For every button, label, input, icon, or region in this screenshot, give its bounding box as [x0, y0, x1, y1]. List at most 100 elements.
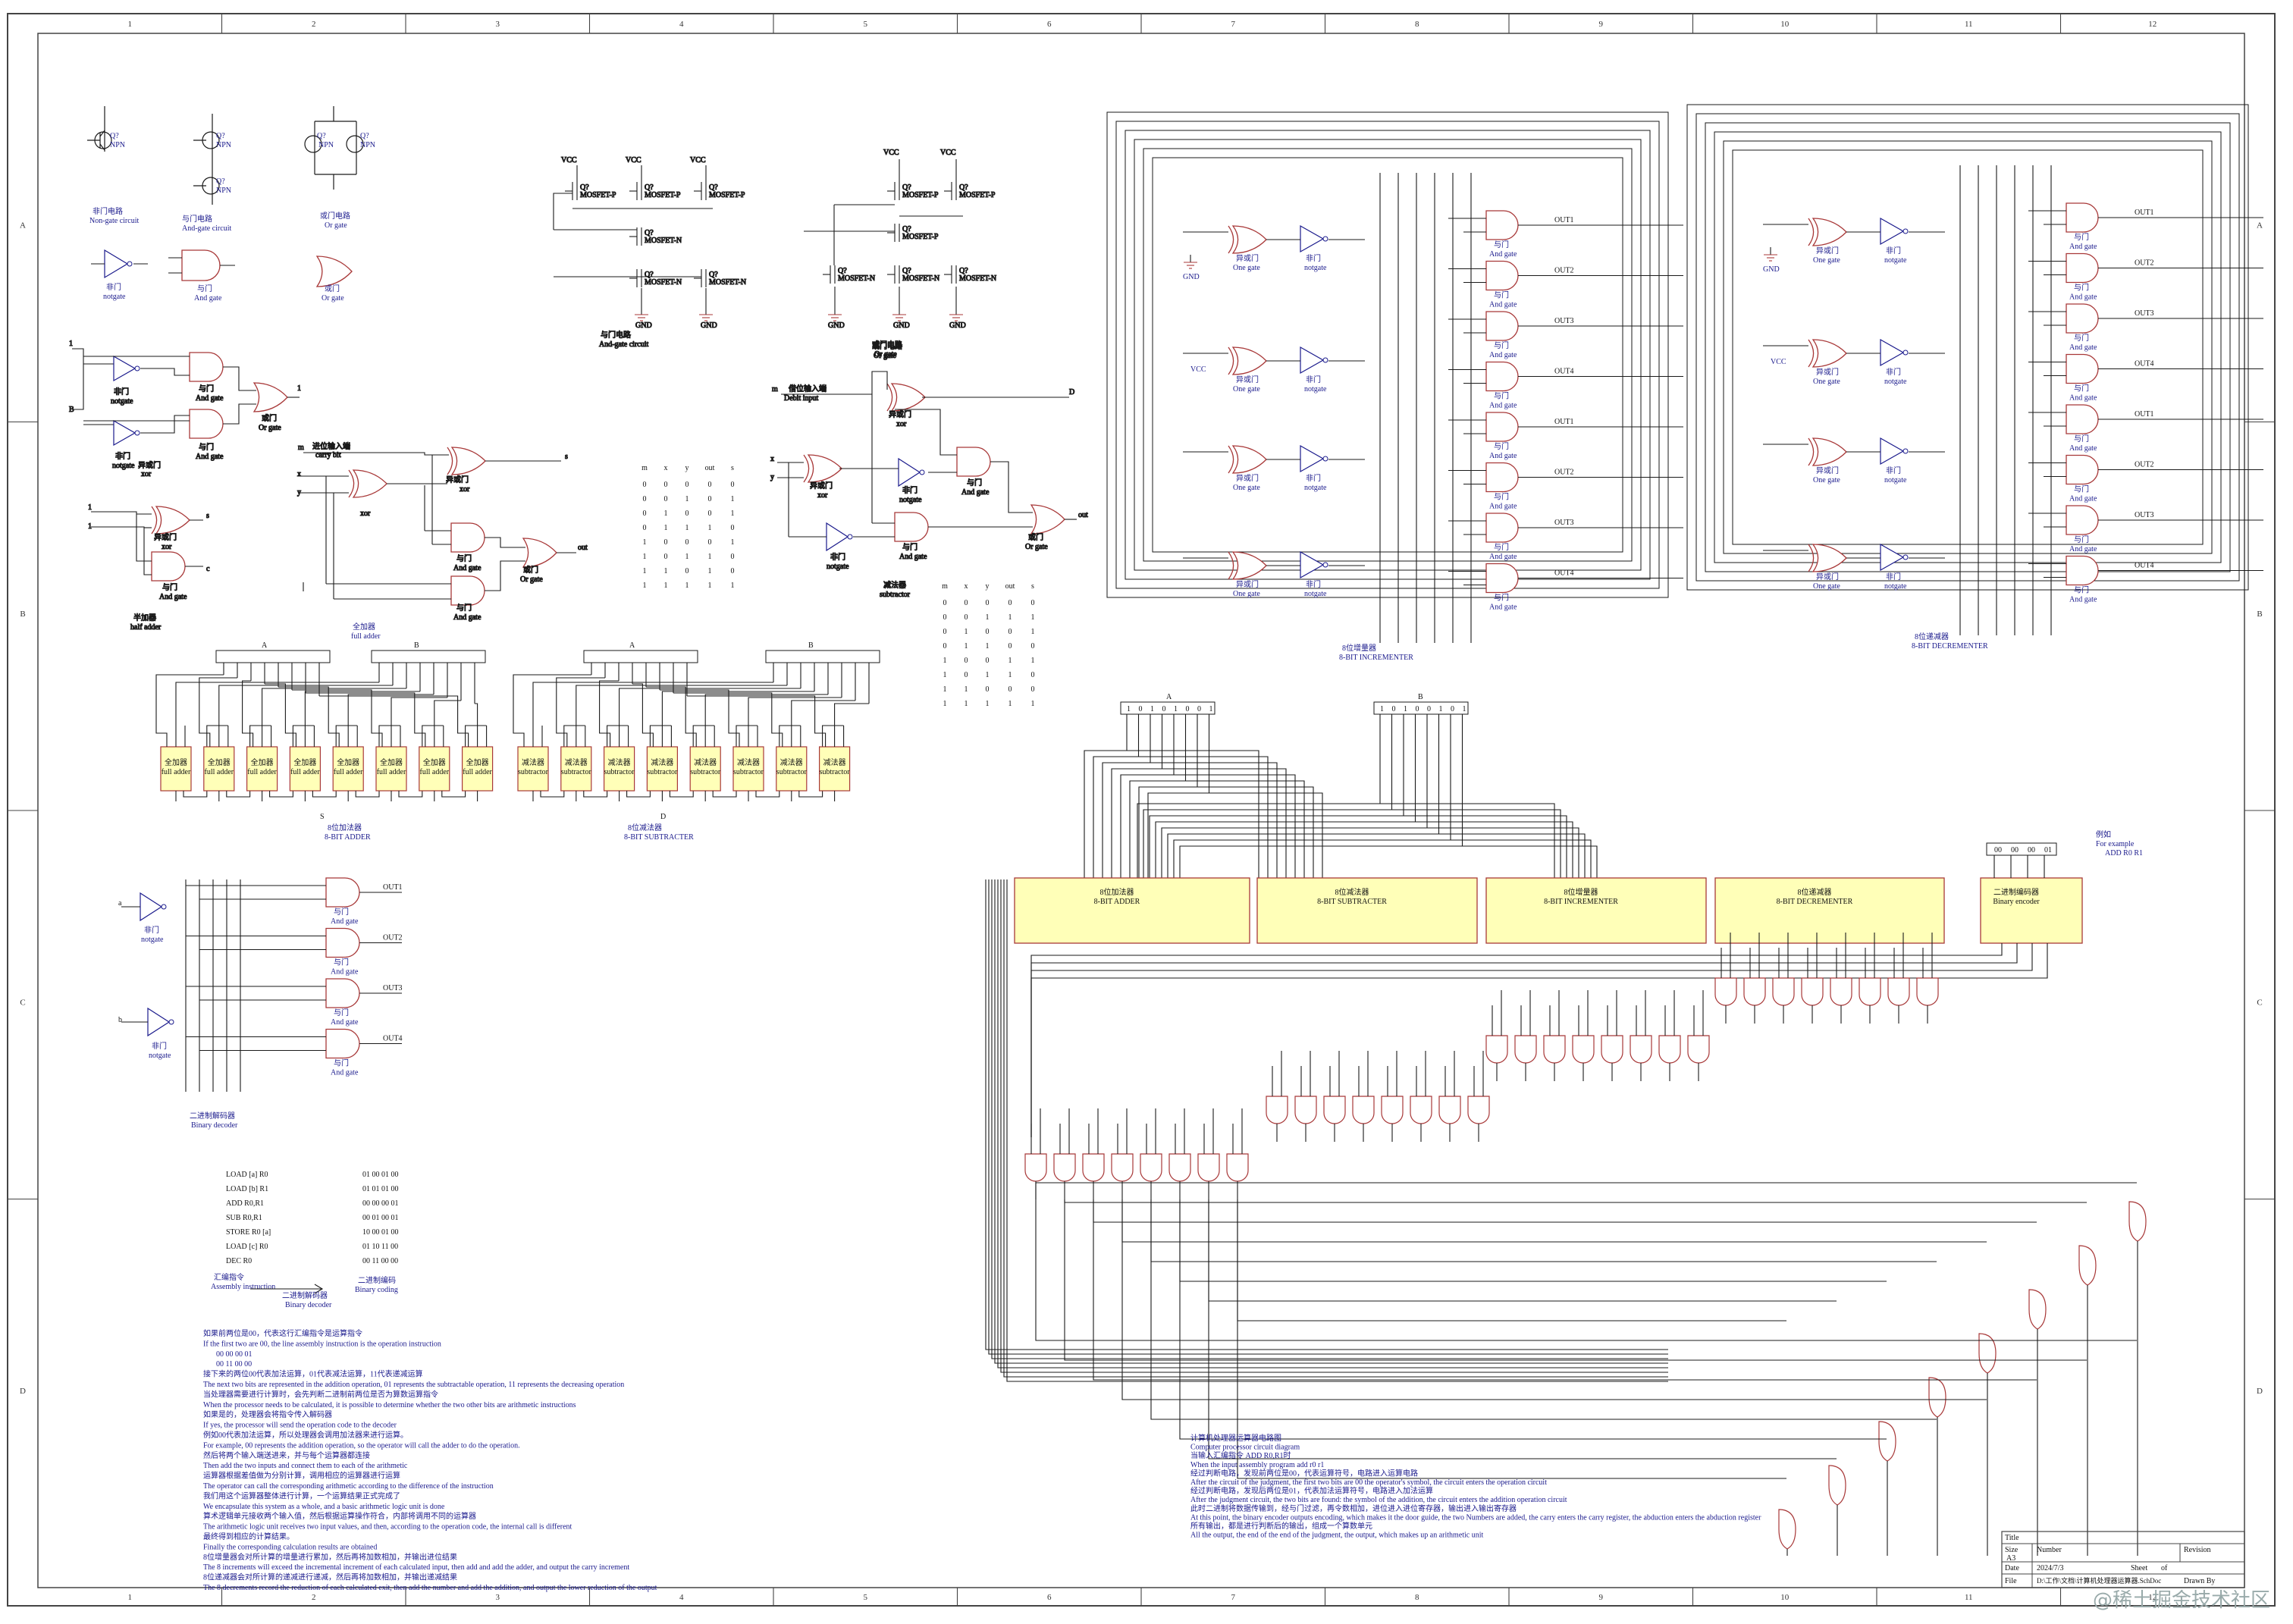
npn-or-circuit — [304, 106, 364, 190]
zone-row-left: A — [20, 221, 26, 230]
subtractor-cn: 减法器 — [883, 580, 906, 590]
loop-wire — [1714, 131, 2222, 563]
sub-and-1 — [956, 447, 991, 477]
truth-cell: 1 — [965, 700, 968, 708]
truth-cell: 1 — [986, 671, 990, 679]
full-adder-cell — [160, 746, 192, 792]
adder-and — [1082, 1153, 1105, 1182]
fet-label: MOSFET-P — [902, 233, 939, 241]
cell-en: subtractor — [733, 768, 764, 776]
adder-and — [1226, 1153, 1249, 1182]
wire — [1237, 1199, 1786, 1321]
alu-or-out — [1828, 1465, 1846, 1506]
q-label: Q? — [959, 183, 968, 192]
dec-not-a — [140, 892, 163, 922]
truth-cell: 0 — [708, 481, 712, 489]
truth-cell: 1 — [731, 582, 735, 590]
wire — [994, 879, 1668, 1364]
not-en: notgate — [111, 397, 133, 406]
truth-cell: 0 — [643, 481, 647, 489]
out-and — [1485, 361, 1519, 392]
or-cn: 或门 — [262, 413, 277, 423]
fet-label: MOSFET-N — [959, 274, 996, 283]
zone-col-top: 5 — [864, 20, 868, 29]
wire — [1209, 792, 1323, 879]
wire — [303, 452, 449, 456]
instr-code: 00 11 00 00 — [362, 1257, 398, 1265]
cell-en: full adder — [205, 768, 234, 776]
size-value: A3 — [2006, 1554, 2015, 1563]
note-right: 所有输出，都是进行判断后的输出，组成一个算数单元 — [1190, 1521, 1372, 1531]
wire — [1150, 1199, 1937, 1262]
size-label: Size — [2005, 1546, 2019, 1554]
subtractor-cell — [818, 746, 851, 792]
stage-not-bubble — [1322, 562, 1328, 568]
wire — [532, 682, 773, 747]
truth-cell: 0 — [965, 657, 968, 665]
wire — [1391, 809, 1561, 879]
or-en: Or gate — [1025, 543, 1048, 551]
one-gate-cn: 异或门 — [1236, 473, 1259, 483]
xor-or — [253, 382, 288, 412]
zone-col-bottom: 3 — [496, 1593, 500, 1602]
dec-and — [1714, 977, 1737, 1006]
gnd-label: GND — [1763, 265, 1780, 274]
wire — [660, 689, 740, 747]
q-label: Q? — [216, 132, 225, 140]
truth-cell: 0 — [731, 524, 735, 532]
and-en: And gate — [1489, 402, 1517, 410]
full-adder-cell — [375, 746, 407, 792]
note-left: The arithmetic logic unit receives two i… — [203, 1523, 572, 1532]
and-cn: 与门 — [197, 284, 212, 293]
truth-cell: 0 — [986, 599, 990, 607]
not-en: notgate — [1884, 378, 1907, 386]
alu-block — [1485, 877, 1707, 944]
truth-cell: 1 — [685, 524, 689, 532]
gnd-label: GND — [828, 321, 845, 330]
fa-x: x — [297, 470, 301, 478]
inc-and — [1572, 1035, 1595, 1064]
wire — [540, 725, 585, 798]
fa-or-cn: 或门 — [523, 565, 538, 575]
stage-not-bubble — [1902, 350, 1909, 356]
truth-cell: 1 — [685, 582, 689, 590]
note-left: 如果前两位是00，代表这行汇编指令是运算指令 — [203, 1328, 362, 1338]
stage-xor-arc — [1228, 346, 1234, 375]
subtractor-cell — [646, 746, 679, 792]
sub-title-en: Or gate — [874, 352, 896, 360]
bit-a: 0 — [1139, 705, 1143, 713]
fa-xor-1-arc — [348, 469, 355, 498]
truth-header: out — [1005, 582, 1015, 591]
truth-cell: 0 — [685, 509, 689, 518]
one-gate-en: One gate — [1233, 385, 1260, 393]
alu-block-en: 8-BIT INCREMENTER — [1544, 898, 1618, 906]
adder-s: S — [320, 813, 325, 821]
and-en: And gate — [1489, 351, 1517, 359]
wire — [140, 368, 190, 376]
stage-not-bubble — [1322, 236, 1328, 242]
wire — [1208, 1199, 1837, 1459]
sub-and-2 — [894, 512, 929, 542]
alu-or-out — [1928, 1377, 1946, 1418]
truth-cell: 1 — [731, 495, 735, 503]
alu-block-cn: 8位减法器 — [1335, 887, 1369, 897]
wire — [513, 674, 591, 747]
sub-title-cn: 8位减法器 — [628, 823, 662, 832]
mos-and-cn: 与门电路 — [601, 330, 631, 340]
wire — [304, 691, 420, 747]
bit-a: 1 — [1127, 705, 1131, 713]
out-and — [1485, 563, 1519, 594]
cell-en: subtractor — [518, 768, 549, 776]
instr-code: 10 00 01 00 — [362, 1228, 399, 1237]
note-left: 8位增量器会对所计算的增量进行累加，然后再将加数相加，并输出进位结果 — [203, 1552, 457, 1562]
note-right: 经过判断电路，发现后两位是01，代表加法运算符号，电路进入加法运算 — [1190, 1486, 1433, 1496]
zone-col-bottom: 2 — [312, 1593, 316, 1602]
wire — [1006, 879, 1668, 1382]
alu-or-out — [1978, 1333, 1997, 1374]
sub-xor-en: xor — [896, 420, 907, 428]
zone-row-left: B — [20, 610, 25, 619]
instr-code: 01 00 01 00 — [362, 1171, 399, 1179]
wire — [475, 703, 478, 747]
and-circuit-en: And-gate circuit — [182, 224, 231, 233]
